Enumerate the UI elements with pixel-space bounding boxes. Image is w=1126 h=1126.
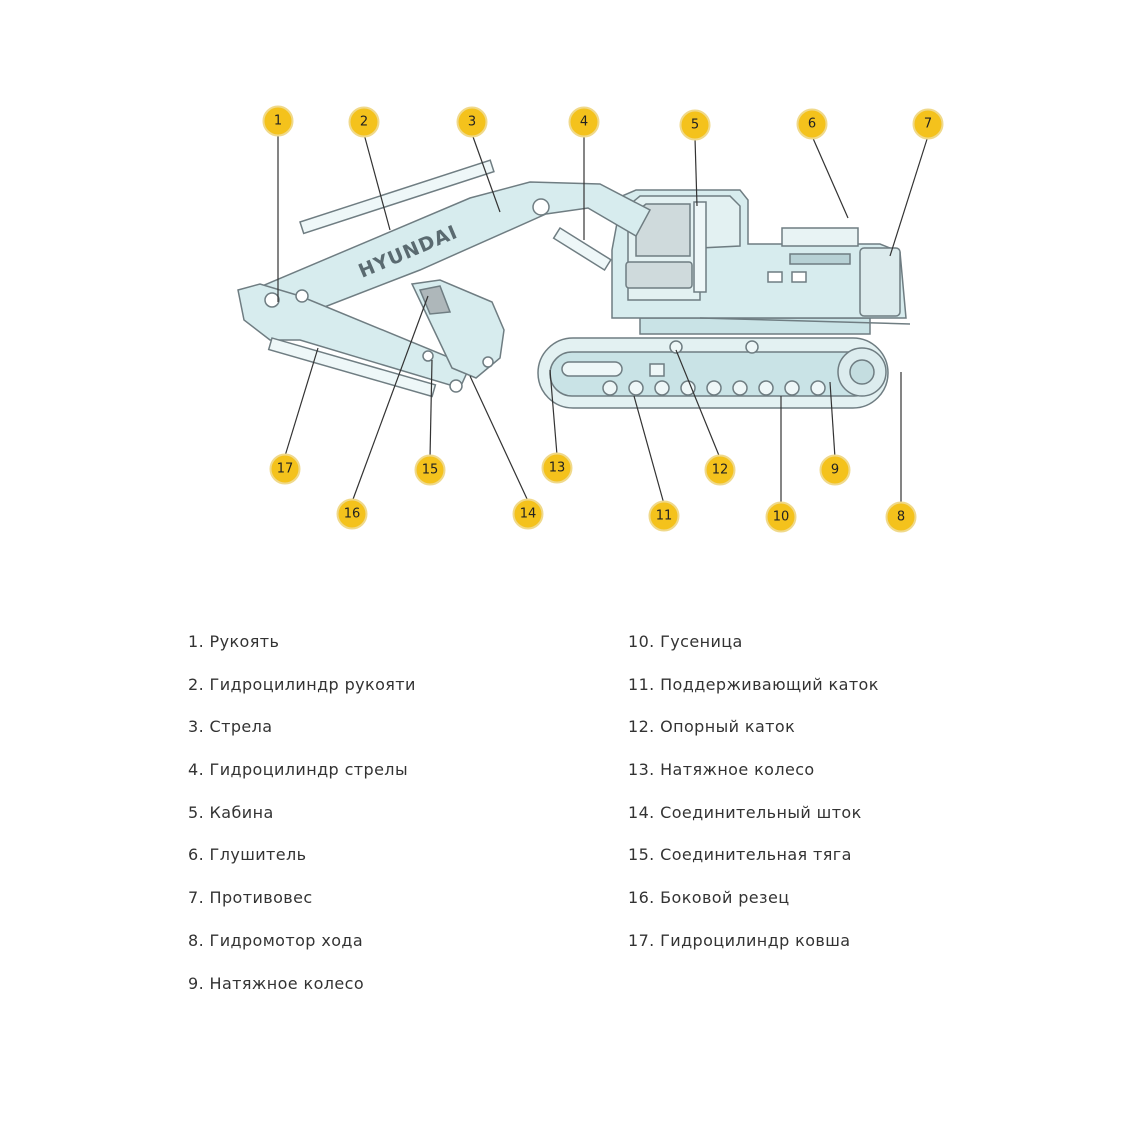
- excavator-diagram: HYUNDAI: [237, 105, 944, 533]
- callout-8: 8: [885, 501, 917, 533]
- legend-item: 1. Рукоять: [188, 632, 280, 651]
- callout-6: 6: [796, 108, 828, 140]
- svg-text:6: 6: [808, 117, 816, 132]
- legend-item: 7. Противовес: [188, 888, 313, 908]
- legend-item: 16. Боковой резец: [628, 888, 790, 908]
- svg-text:2: 2: [360, 115, 368, 130]
- legend-item: 6. Глушитель: [188, 845, 307, 865]
- svg-text:15: 15: [422, 463, 439, 478]
- callout-2: 2: [348, 106, 380, 138]
- callout-5: 5: [679, 109, 711, 141]
- arm: [237, 283, 472, 398]
- svg-text:17: 17: [277, 462, 294, 477]
- svg-text:8: 8: [897, 510, 905, 525]
- legend-item: 4. Гидроцилиндр стрелы: [188, 760, 408, 780]
- bucket: [410, 279, 505, 393]
- callout-14: 14: [512, 498, 544, 530]
- callout-15: 15: [414, 454, 446, 486]
- callout-17: 17: [269, 453, 301, 485]
- legend-item: 3. Стрела: [188, 717, 273, 737]
- callout-12: 12: [704, 454, 736, 486]
- legend-left-column: 1. Рукоять 2. Гидроцилиндр рукояти 3. Ст…: [188, 622, 416, 1006]
- svg-text:7: 7: [924, 117, 932, 132]
- legend-item: 5. Кабина: [188, 802, 274, 822]
- callout-1: 1: [262, 105, 294, 137]
- callout-4: 4: [568, 106, 600, 138]
- svg-text:14: 14: [520, 507, 537, 522]
- callout-3: 3: [456, 106, 488, 138]
- callout-16: 16: [336, 498, 368, 530]
- legend-item: 10. Гусеница: [628, 632, 743, 651]
- callout-13: 13: [541, 452, 573, 484]
- excavator-illustration: HYUNDAI: [237, 159, 911, 409]
- callout-badges: 1 2 3 4 5 6 7 8 9 10 11 12 13 14 15 16 1…: [262, 105, 944, 533]
- legend-item: 11. Поддерживающий каток: [628, 674, 879, 694]
- callout-11: 11: [648, 500, 680, 532]
- svg-text:4: 4: [580, 115, 588, 130]
- legend-item: 9. Натяжное колесо: [188, 973, 365, 993]
- svg-text:1: 1: [274, 114, 282, 129]
- svg-text:16: 16: [344, 507, 361, 522]
- legend-item: 12. Опорный каток: [628, 717, 796, 737]
- callout-10: 10: [765, 501, 797, 533]
- legend-item: 15. Соединительная тяга: [628, 845, 852, 865]
- callout-9: 9: [819, 454, 851, 486]
- legend-item: 17. Гидроцилиндр ковша: [628, 930, 851, 950]
- svg-text:9: 9: [831, 463, 839, 478]
- legend-item: 14. Соединительный шток: [628, 802, 862, 822]
- svg-text:5: 5: [691, 118, 699, 133]
- svg-text:3: 3: [468, 115, 476, 130]
- svg-text:10: 10: [773, 510, 790, 525]
- leader-lines: [277, 133, 929, 505]
- legend-item: 2. Гидроцилиндр рукояти: [188, 674, 416, 694]
- legend-item: 13. Натяжное колесо: [628, 760, 815, 780]
- svg-text:12: 12: [712, 463, 729, 478]
- track-assembly: [537, 337, 889, 409]
- callout-7: 7: [912, 108, 944, 140]
- legend-right-column: 10. Гусеница 11. Поддерживающий каток 12…: [628, 622, 879, 964]
- cab: [625, 195, 741, 301]
- svg-text:11: 11: [656, 509, 673, 524]
- legend-item: 8. Гидромотор хода: [188, 930, 364, 950]
- svg-text:13: 13: [549, 461, 566, 476]
